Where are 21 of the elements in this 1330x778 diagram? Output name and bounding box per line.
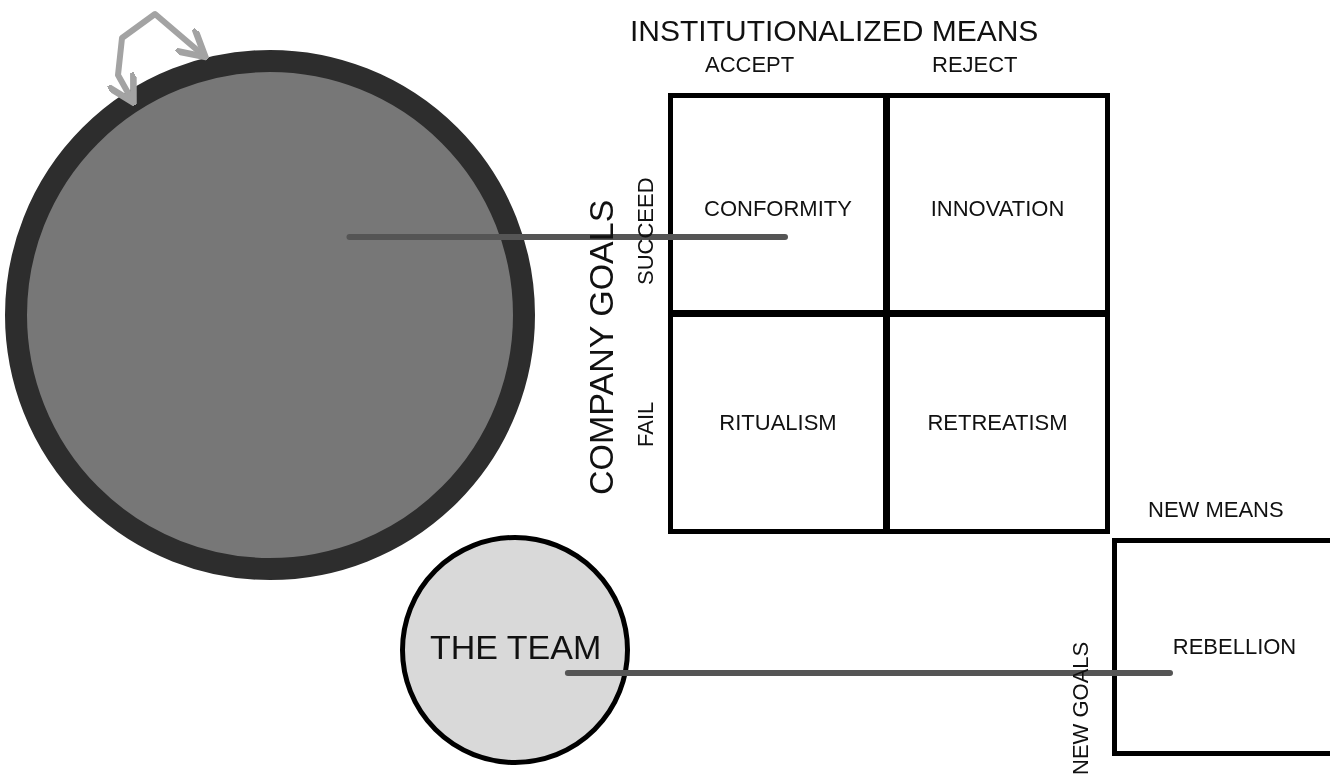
connector-line xyxy=(346,234,788,240)
grid-cell xyxy=(1112,538,1330,756)
heading-label: ACCEPT xyxy=(705,52,795,78)
heading-label: REJECT xyxy=(932,52,1018,78)
grid-cell xyxy=(668,312,888,534)
heading-label: INSTITUTIONALIZED MEANS xyxy=(630,14,1039,48)
connector-line xyxy=(564,670,1173,676)
node-label: INNOVATION xyxy=(930,196,1065,222)
grid-cell xyxy=(885,93,1110,315)
node-label: THE TEAM xyxy=(430,628,602,667)
axis-label: COMPANY GOALS xyxy=(582,199,621,495)
node-label: RETREATISM xyxy=(927,410,1068,436)
axis-label: FAIL xyxy=(633,401,659,447)
heading-label: NEW MEANS xyxy=(1148,497,1284,523)
node-label: REBELLION xyxy=(1172,634,1297,660)
grid-cell xyxy=(885,312,1110,534)
node-label: RITUALISM xyxy=(719,410,837,436)
axis-label: SUCCEED xyxy=(633,177,659,285)
grid-cell xyxy=(668,93,888,315)
node-label: CONFORMITY xyxy=(704,196,852,222)
axis-label: NEW GOALS xyxy=(1068,641,1094,775)
